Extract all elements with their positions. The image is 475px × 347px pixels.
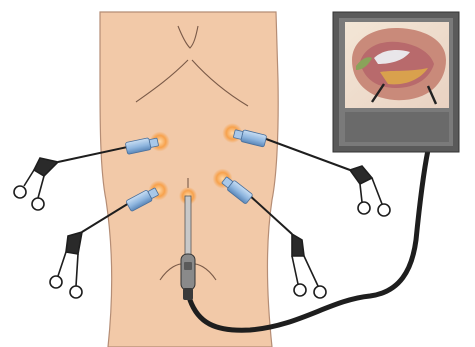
- grasper-lower-right: [292, 234, 326, 298]
- grasper-lower-left: [50, 232, 82, 298]
- monitor-icon: [333, 12, 459, 152]
- grasper-upper-left: [14, 158, 58, 210]
- grasper-upper-right: [350, 166, 390, 216]
